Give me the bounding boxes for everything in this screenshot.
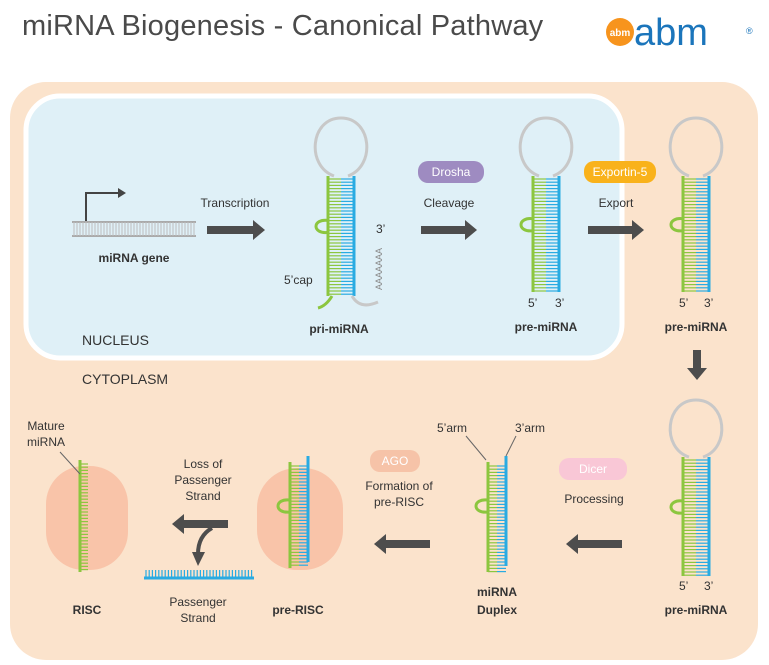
risc-strand [78, 460, 88, 572]
mature-pointer [59, 451, 81, 475]
down-arrow-icon [687, 350, 707, 380]
nucleus-label: NUCLEUS [82, 332, 149, 348]
exportin-badge: Exportin-5 [584, 161, 656, 183]
svg-text:AGO: AGO [382, 454, 409, 468]
formation-label-2: pre-RISC [374, 495, 424, 509]
three-arm-pointer [505, 435, 517, 457]
pre1-three-prime: 3’ [555, 296, 564, 310]
cleavage-label: Cleavage [424, 196, 475, 210]
three-arm-label: 3’arm [515, 421, 545, 435]
loss-label-2: Passenger [174, 473, 231, 487]
passenger-label-1: Passenger [169, 595, 226, 609]
pre-mirna-hairpin-nucleus [518, 116, 574, 292]
five-cap-label: 5’cap [284, 273, 313, 287]
cytoplasm-label: CYTOPLASM [82, 371, 168, 387]
logo-registered-mark: ® [746, 26, 753, 36]
mirna-gene-label: miRNA gene [99, 251, 170, 265]
passenger-label-2: Strand [180, 611, 215, 625]
processing-arrow-icon [566, 534, 622, 554]
svg-text:Exportin-5: Exportin-5 [593, 165, 648, 179]
risc-label: RISC [73, 603, 102, 617]
pre-risc-strands [276, 456, 310, 568]
page-title: miRNA Biogenesis - Canonical Pathway [22, 10, 544, 42]
duplex-label-1: miRNA [477, 585, 517, 599]
logo-text: abm [634, 12, 708, 52]
curved-arrowhead-icon [192, 552, 205, 566]
loss-label-1: Loss of [184, 457, 223, 471]
dicer-badge: Dicer [559, 458, 627, 480]
abm-logo: abm abm ® [606, 12, 753, 52]
mirna-duplex [474, 456, 508, 573]
pri-3tail [350, 295, 379, 307]
five-arm-label: 5’arm [437, 421, 467, 435]
processing-label: Processing [564, 492, 623, 506]
passenger-strand [144, 570, 254, 580]
pre3-three-prime: 3’ [704, 579, 713, 593]
polya-label: AAAAAAA [374, 248, 384, 290]
loss-label-3: Strand [185, 489, 220, 503]
loss-arrow-icon [172, 514, 228, 534]
pre2-three-prime: 3’ [704, 296, 713, 310]
pri-mirna-hairpin [313, 116, 369, 296]
pre-risc-label: pre-RISC [272, 603, 324, 617]
mature-label-2: miRNA [27, 435, 65, 449]
drosha-badge: Drosha [418, 161, 484, 183]
export-arrow-icon [588, 220, 644, 240]
svg-text:Drosha: Drosha [432, 165, 471, 179]
five-arm-pointer [465, 435, 487, 461]
pri-three-prime-label: 3’ [376, 222, 385, 236]
cleavage-arrow-icon [421, 220, 477, 240]
pre-risc-blob [257, 468, 343, 570]
export-label: Export [599, 196, 634, 210]
duplex-label-2: Duplex [477, 603, 517, 617]
transcription-label: Transcription [201, 196, 270, 210]
logo-badge [606, 18, 634, 46]
pre-mirna-cyto-top-label: pre-miRNA [665, 320, 728, 334]
pre-mirna-nucleus-label: pre-miRNA [515, 320, 578, 334]
ago-badge: AGO [370, 450, 420, 472]
pri-5cap-tail [317, 295, 334, 310]
pre-mirna-cyto-bottom-label: pre-miRNA [665, 603, 728, 617]
pri-mirna-label: pri-miRNA [309, 322, 369, 336]
svg-text:Dicer: Dicer [579, 462, 607, 476]
curved-arrow-icon [196, 526, 214, 555]
logo-badge-text: abm [610, 28, 631, 39]
formation-arrow-icon [374, 534, 430, 554]
pre3-five-prime: 5’ [679, 579, 688, 593]
mature-label-1: Mature [27, 419, 65, 433]
formation-label-1: Formation of [365, 479, 433, 493]
mirna-gene-icon [72, 188, 196, 237]
transcription-arrow-icon [207, 220, 265, 240]
pre1-five-prime: 5’ [528, 296, 537, 310]
pre-mirna-hairpin-cytoplasm-top [668, 116, 724, 292]
pre2-five-prime: 5’ [679, 296, 688, 310]
pre-mirna-hairpin-cytoplasm-bottom [668, 398, 724, 576]
